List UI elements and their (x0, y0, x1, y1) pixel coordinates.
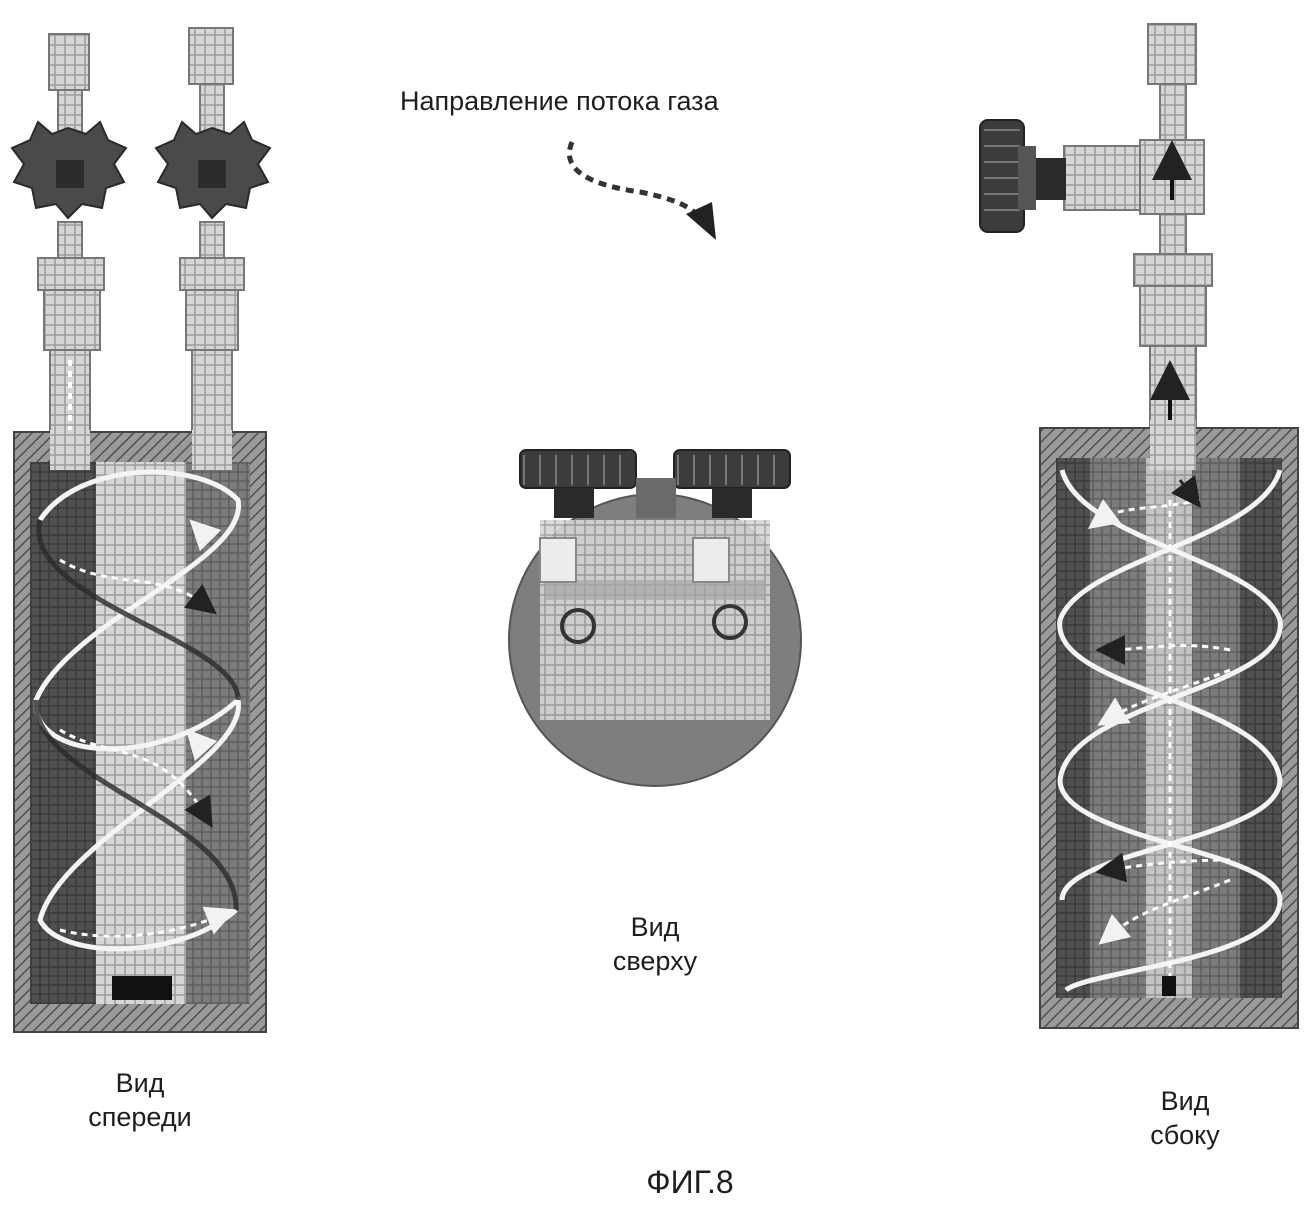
side-vessel (1040, 420, 1298, 1028)
side-view-label-line1: Вид (1110, 1084, 1260, 1118)
top-view-label-line1: Вид (580, 910, 730, 944)
flow-direction-arrow (569, 142, 716, 240)
left-top-knob-icon (520, 450, 636, 488)
right-top-knob-icon (674, 450, 790, 488)
front-view-label-line1: Вид (60, 1066, 220, 1100)
figure-caption: ФИГ.8 (590, 1162, 790, 1202)
side-view-label: Вид сбоку (1110, 1084, 1260, 1152)
front-view-label-line2: спереди (60, 1100, 220, 1134)
top-view-label: Вид сверху (580, 910, 730, 978)
flow-direction-label: Направление потока газа (400, 84, 820, 118)
side-knob-icon (980, 120, 1024, 232)
bottom-outlet-block (112, 976, 172, 1000)
left-inlet-fitting (12, 34, 126, 480)
top-view-label-line2: сверху (580, 944, 730, 978)
front-view-label: Вид спереди (60, 1066, 220, 1134)
side-view-label-line2: сбоку (1110, 1118, 1260, 1152)
right-outlet-fitting (156, 28, 270, 460)
front-view-assembly (12, 28, 270, 1032)
front-vessel (14, 430, 266, 1032)
top-view-assembly (509, 450, 801, 786)
side-view-assembly (980, 24, 1298, 1028)
